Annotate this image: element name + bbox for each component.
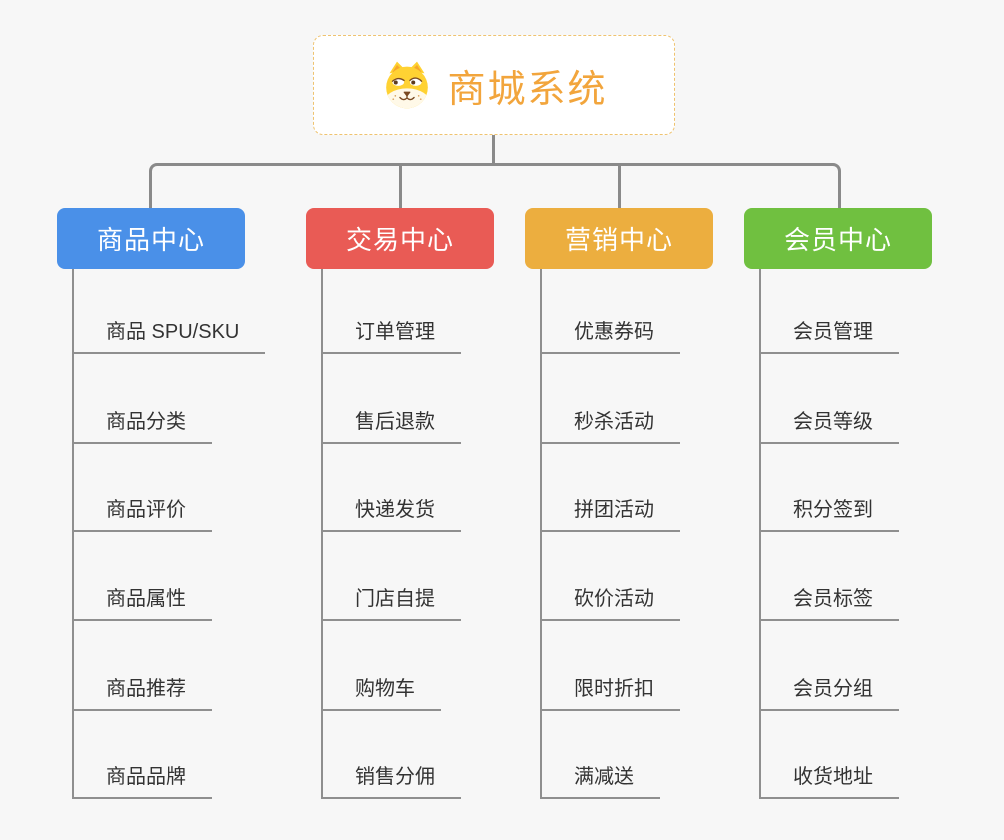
leaf-node[interactable]: 快递发货 [321, 498, 461, 532]
connector-drop-trade [399, 165, 402, 208]
branch-spine [72, 269, 74, 799]
leaf-node[interactable]: 商品推荐 [72, 677, 212, 711]
connector-drop-marketing [618, 165, 621, 208]
root-node[interactable]: 商城系统 [313, 35, 675, 135]
branch-product-center: 商品中心 商品 SPU/SKU 商品分类 商品评价 商品属性 商品推荐 商品品牌 [57, 208, 266, 799]
leaf-node[interactable]: 积分签到 [759, 498, 899, 532]
branch-member-center: 会员中心 会员管理 会员等级 积分签到 会员标签 会员分组 收货地址 [744, 208, 932, 799]
leaf-node[interactable]: 销售分佣 [321, 765, 461, 799]
branch-spine [321, 269, 323, 799]
leaf-node[interactable]: 会员分组 [759, 677, 899, 711]
leaf-node[interactable]: 满减送 [540, 765, 660, 799]
leaf-node[interactable]: 限时折扣 [540, 677, 680, 711]
leaf-node[interactable]: 砍价活动 [540, 587, 680, 621]
branch-trade-center: 交易中心 订单管理 售后退款 快递发货 门店自提 购物车 销售分佣 [306, 208, 494, 799]
leaf-node[interactable]: 购物车 [321, 677, 441, 711]
leaf-node[interactable]: 收货地址 [759, 765, 899, 799]
leaf-node[interactable]: 商品分类 [72, 410, 212, 444]
branch-label: 营销中心 [564, 225, 673, 255]
branch-box-marketing[interactable]: 营销中心 [525, 208, 713, 269]
leaf-node[interactable]: 售后退款 [321, 410, 461, 444]
branch-marketing-center: 营销中心 优惠券码 秒杀活动 拼团活动 砍价活动 限时折扣 满减送 [525, 208, 713, 799]
connector-elbow-left [149, 163, 494, 208]
leaf-node[interactable]: 会员管理 [759, 320, 899, 354]
connector-elbow-right [494, 163, 841, 208]
leaf-node[interactable]: 秒杀活动 [540, 410, 680, 444]
leaf-node[interactable]: 订单管理 [321, 320, 461, 354]
branch-label: 会员中心 [783, 225, 892, 255]
branch-label: 交易中心 [345, 225, 454, 255]
leaf-node[interactable]: 门店自提 [321, 587, 461, 621]
branch-label: 商品中心 [96, 225, 205, 255]
connector-root-stem [492, 135, 495, 165]
leaf-node[interactable]: 会员等级 [759, 410, 899, 444]
leaf-node[interactable]: 会员标签 [759, 587, 899, 621]
branch-box-member[interactable]: 会员中心 [744, 208, 932, 269]
leaf-node[interactable]: 商品评价 [72, 498, 212, 532]
leaf-node[interactable]: 优惠券码 [540, 320, 680, 354]
branch-spine [759, 269, 761, 799]
root-title: 商城系统 [447, 68, 608, 111]
leaf-node[interactable]: 商品属性 [72, 587, 212, 621]
branch-spine [540, 269, 542, 799]
leaf-node[interactable]: 商品品牌 [72, 765, 212, 799]
leaf-node[interactable]: 拼团活动 [540, 498, 680, 532]
branch-box-product[interactable]: 商品中心 [57, 208, 245, 269]
dog-face-icon [380, 60, 434, 110]
leaf-node[interactable]: 商品 SPU/SKU [72, 320, 266, 354]
branch-box-trade[interactable]: 交易中心 [306, 208, 494, 269]
